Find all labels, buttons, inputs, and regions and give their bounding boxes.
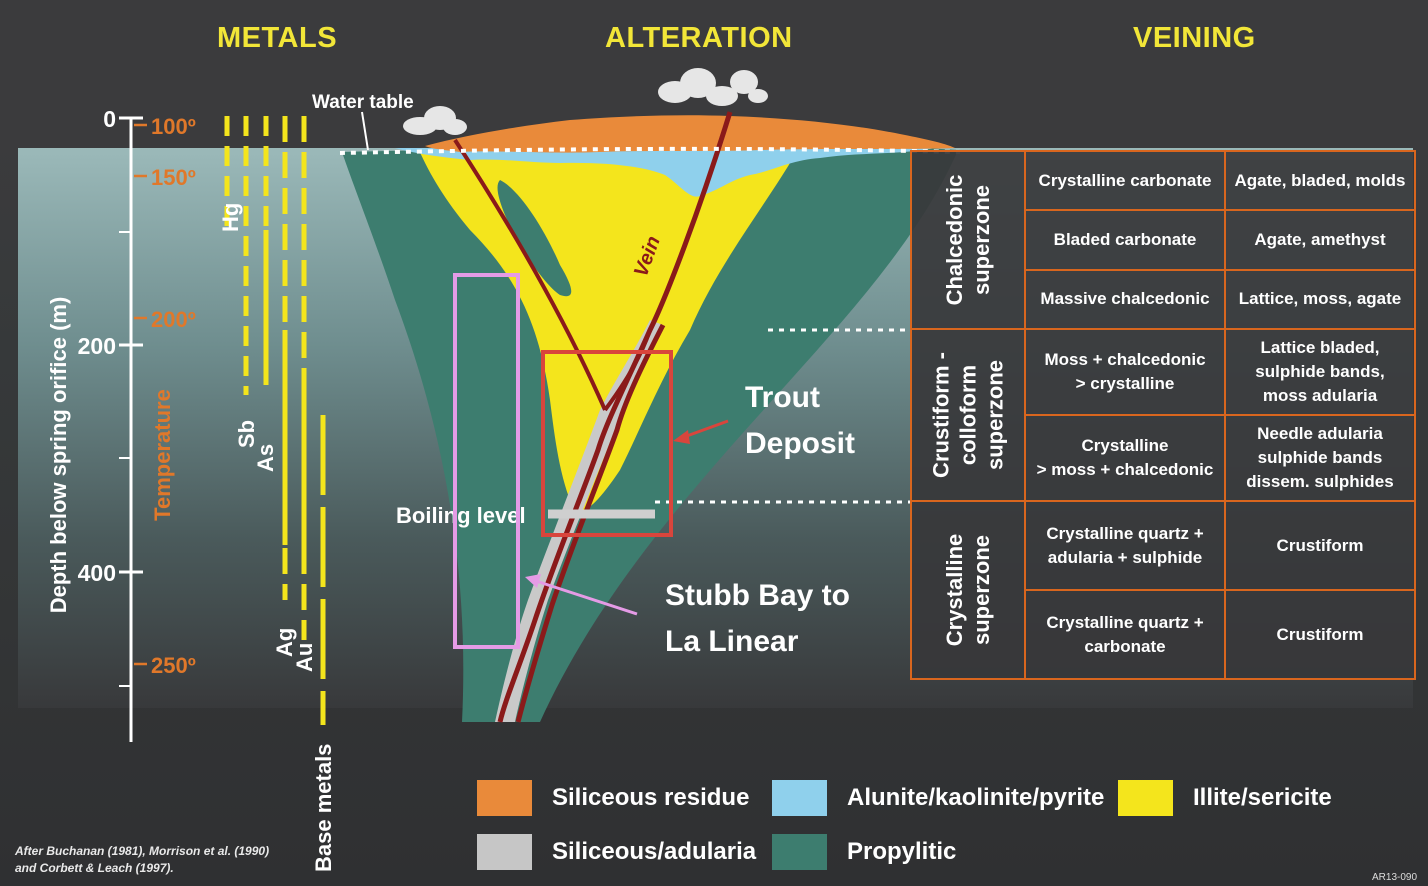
depth-axis: 0 200 400 Depth below spring orifice (m) — [46, 106, 143, 742]
metal-ranges — [224, 116, 326, 725]
depth-tick-400: 400 — [78, 560, 116, 586]
temp-tick-200: 200º — [151, 307, 196, 332]
depth-tick-200: 200 — [78, 333, 116, 359]
vein-line — [497, 111, 733, 723]
legend-siliceous-residue: Siliceous residue — [477, 780, 749, 816]
figure-code: AR13-090 — [1372, 872, 1418, 883]
source-credit: After Buchanan (1981), Morrison et al. (… — [15, 844, 270, 875]
temp-tick-250: 250º — [151, 653, 196, 678]
trout-arrow — [673, 419, 729, 444]
legend-siliceous-adularia: Siliceous/adularia — [477, 834, 756, 870]
mineral-cell: Crystalline carbonate — [1024, 149, 1226, 212]
veining-header: VEINING — [1133, 22, 1256, 54]
legend-swatch — [1118, 780, 1173, 816]
alteration-section: Vein Water table Boiling level — [312, 68, 961, 723]
texture-cell: Crustiform — [1224, 589, 1416, 680]
metals-header: METALS — [217, 22, 338, 54]
metal-labels: Hg Sb As Ag Au Base metals — [218, 203, 336, 872]
mineral-cell: Crystalline> moss + chalcedonic — [1024, 414, 1226, 502]
alteration-header: ALTERATION — [605, 22, 793, 54]
mineral-cell: Crystalline quartz +carbonate — [1024, 589, 1226, 680]
depth-tick-0: 0 — [103, 106, 116, 132]
boiling-level-label: Boiling level — [396, 503, 526, 528]
temperature-axis: 100º 150º 200º 250º Temperature — [134, 114, 196, 678]
texture-cell: Agate, bladed, molds — [1224, 149, 1416, 212]
texture-cell: Lattice bladed,sulphide bands,moss adula… — [1224, 328, 1416, 416]
legend-alunite: Alunite/kaolinite/pyrite — [772, 780, 1104, 816]
legend-swatch — [477, 834, 532, 870]
mineral-cell: Bladed carbonate — [1024, 209, 1226, 271]
mineral-cell: Massive chalcedonic — [1024, 268, 1226, 331]
propylitic-lens — [497, 180, 572, 297]
legend-illite: Illite/sericite — [1118, 780, 1332, 816]
trout-deposit-box — [541, 350, 673, 537]
steam-cloud-right — [658, 68, 768, 106]
legend-swatch — [477, 780, 532, 816]
stubb-bay-label: Stubb Bay to La Linear — [665, 579, 850, 658]
texture-cell: Agate, amethyst — [1224, 209, 1416, 271]
temperature-axis-label: Temperature — [150, 389, 175, 521]
legend-swatch — [772, 780, 827, 816]
temp-tick-150: 150º — [151, 165, 196, 190]
metal-sb: Sb — [234, 420, 259, 448]
temp-tick-100: 100º — [151, 114, 196, 139]
metal-hg: Hg — [218, 203, 243, 232]
texture-cell: Crustiform — [1224, 500, 1416, 591]
mineral-cell: Moss + chalcedonic> crystalline — [1024, 328, 1226, 416]
texture-cell: Lattice, moss, agate — [1224, 268, 1416, 331]
mineral-cell: Crystalline quartz +adularia + sulphide — [1024, 500, 1226, 591]
metal-ag: Ag — [272, 628, 297, 657]
siliceous-cap — [425, 115, 955, 153]
water-table-line — [339, 146, 961, 155]
water-table-label: Water table — [312, 92, 414, 113]
alunite-zone — [395, 148, 935, 197]
legend-swatch — [772, 834, 827, 870]
depth-axis-label: Depth below spring orifice (m) — [46, 297, 71, 614]
metal-as: As — [253, 444, 278, 472]
metal-base: Base metals — [311, 744, 336, 872]
vein-branch — [453, 138, 607, 411]
trout-deposit-label: Trout Deposit — [745, 381, 856, 460]
propylitic-zone — [342, 145, 958, 723]
steam-cloud-left — [403, 106, 467, 135]
stubb-arrow — [525, 574, 638, 616]
metal-au: Au — [292, 643, 317, 672]
stubb-bay-box — [453, 273, 520, 649]
legend-propylitic: Propylitic — [772, 834, 956, 870]
